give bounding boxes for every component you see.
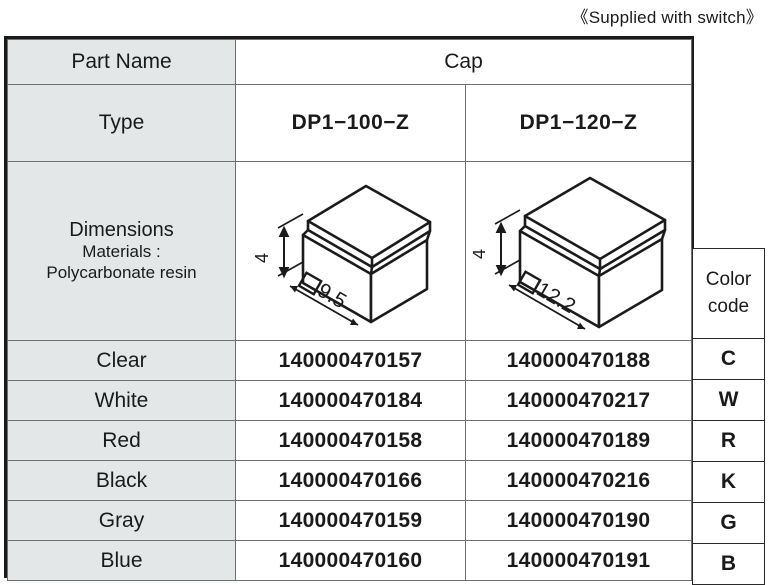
color-name: Red xyxy=(7,420,236,461)
part-number-dp1-100-z: 140000470160 xyxy=(235,540,466,581)
header-type-dp1-100-z: DP1−100−Z xyxy=(235,84,466,162)
header-part-name-value: Cap xyxy=(235,39,692,85)
table-row: Clear 140000470157 140000470188 xyxy=(7,340,692,381)
color-code-header-row: Color code xyxy=(692,248,765,339)
part-number-dp1-100-z: 140000470166 xyxy=(235,460,466,501)
color-code-value: K xyxy=(692,461,765,503)
table-row: Black 140000470166 140000470216 xyxy=(7,460,692,501)
color-code-value: B xyxy=(692,543,765,585)
color-code-value: R xyxy=(692,420,765,462)
table-header-row-part-name: Part Name Cap xyxy=(7,39,692,85)
part-number-dp1-120-z: 140000470188 xyxy=(465,340,692,381)
color-code-table: Color code C W R K G B xyxy=(692,248,765,585)
color-code-row: K xyxy=(692,461,765,503)
part-number-dp1-120-z: 140000470216 xyxy=(465,460,692,501)
color-name: Blue xyxy=(7,540,236,581)
dimensions-label-line1: Dimensions xyxy=(69,219,174,242)
color-code-header: Color code xyxy=(692,248,765,339)
cap-specification-table: Part Name Cap Type DP1−100−Z DP1−120−Z D… xyxy=(4,36,694,581)
table-row: Red 140000470158 140000470189 xyxy=(7,420,692,461)
drawing-cell-dp1-100-z: 4 9.5 xyxy=(235,161,466,341)
dimensions-label-line3: Polycarbonate resin xyxy=(46,263,197,283)
header-part-name-label: Part Name xyxy=(7,39,236,85)
table-header-row-type: Type DP1−100−Z DP1−120−Z xyxy=(7,84,692,162)
color-code-value: G xyxy=(692,502,765,544)
color-code-row: G xyxy=(692,502,765,544)
color-code-row: R xyxy=(692,420,765,462)
part-number-dp1-120-z: 140000470191 xyxy=(465,540,692,581)
dimension-height-arrow xyxy=(277,213,304,279)
dimension-width-arrow xyxy=(289,285,359,326)
header-type-label: Type xyxy=(7,84,236,162)
color-code-value: C xyxy=(692,338,765,380)
square-symbol-icon xyxy=(297,271,323,296)
dimension-height-value: 4 xyxy=(252,253,272,263)
color-code-header-line2: code xyxy=(707,295,750,317)
table-row-dimensions: Dimensions Materials : Polycarbonate res… xyxy=(7,161,692,341)
color-name: White xyxy=(7,380,236,421)
dimensions-label: Dimensions Materials : Polycarbonate res… xyxy=(8,218,235,284)
part-number-dp1-120-z: 140000470189 xyxy=(465,420,692,461)
cap-dp1-100-z-isometric-icon: 4 9.5 xyxy=(252,184,432,326)
drawing-cell-dp1-120-z: 4 12.2 xyxy=(465,161,692,341)
table-row: Gray 140000470159 140000470190 xyxy=(7,500,692,541)
color-name: Gray xyxy=(7,500,236,541)
color-code-row: B xyxy=(692,543,765,585)
supplied-with-switch-caption: 《Supplied with switch》 xyxy=(571,8,763,27)
square-symbol-icon xyxy=(515,270,542,295)
color-name: Clear xyxy=(7,340,236,381)
cap-table: Part Name Cap Type DP1−100−Z DP1−120−Z D… xyxy=(7,39,692,581)
dimension-height-value: 4 xyxy=(473,249,489,259)
dimensions-label-line2: Materials : xyxy=(82,242,161,262)
color-code-value: W xyxy=(692,379,765,421)
table-row: White 140000470184 140000470217 xyxy=(7,380,692,421)
dimension-height-arrow xyxy=(494,209,520,277)
part-number-dp1-100-z: 140000470157 xyxy=(235,340,466,381)
part-number-dp1-100-z: 140000470159 xyxy=(235,500,466,541)
color-code-row: C xyxy=(692,338,765,380)
color-name: Black xyxy=(7,460,236,501)
part-number-dp1-120-z: 140000470190 xyxy=(465,500,692,541)
dimensions-label-cell: Dimensions Materials : Polycarbonate res… xyxy=(7,161,236,341)
color-code-header-line1: Color xyxy=(705,269,752,291)
header-type-dp1-120-z: DP1−120−Z xyxy=(465,84,692,162)
color-code-column: Color code C W R K G B xyxy=(692,248,765,585)
part-number-dp1-100-z: 140000470184 xyxy=(235,380,466,421)
part-number-dp1-100-z: 140000470158 xyxy=(235,420,466,461)
cap-dp1-120-z-isometric-icon: 4 12.2 xyxy=(473,176,666,330)
part-number-dp1-120-z: 140000470217 xyxy=(465,380,692,421)
color-code-row: W xyxy=(692,379,765,421)
dimension-width-arrow xyxy=(508,284,585,330)
table-row: Blue 140000470160 140000470191 xyxy=(7,540,692,581)
